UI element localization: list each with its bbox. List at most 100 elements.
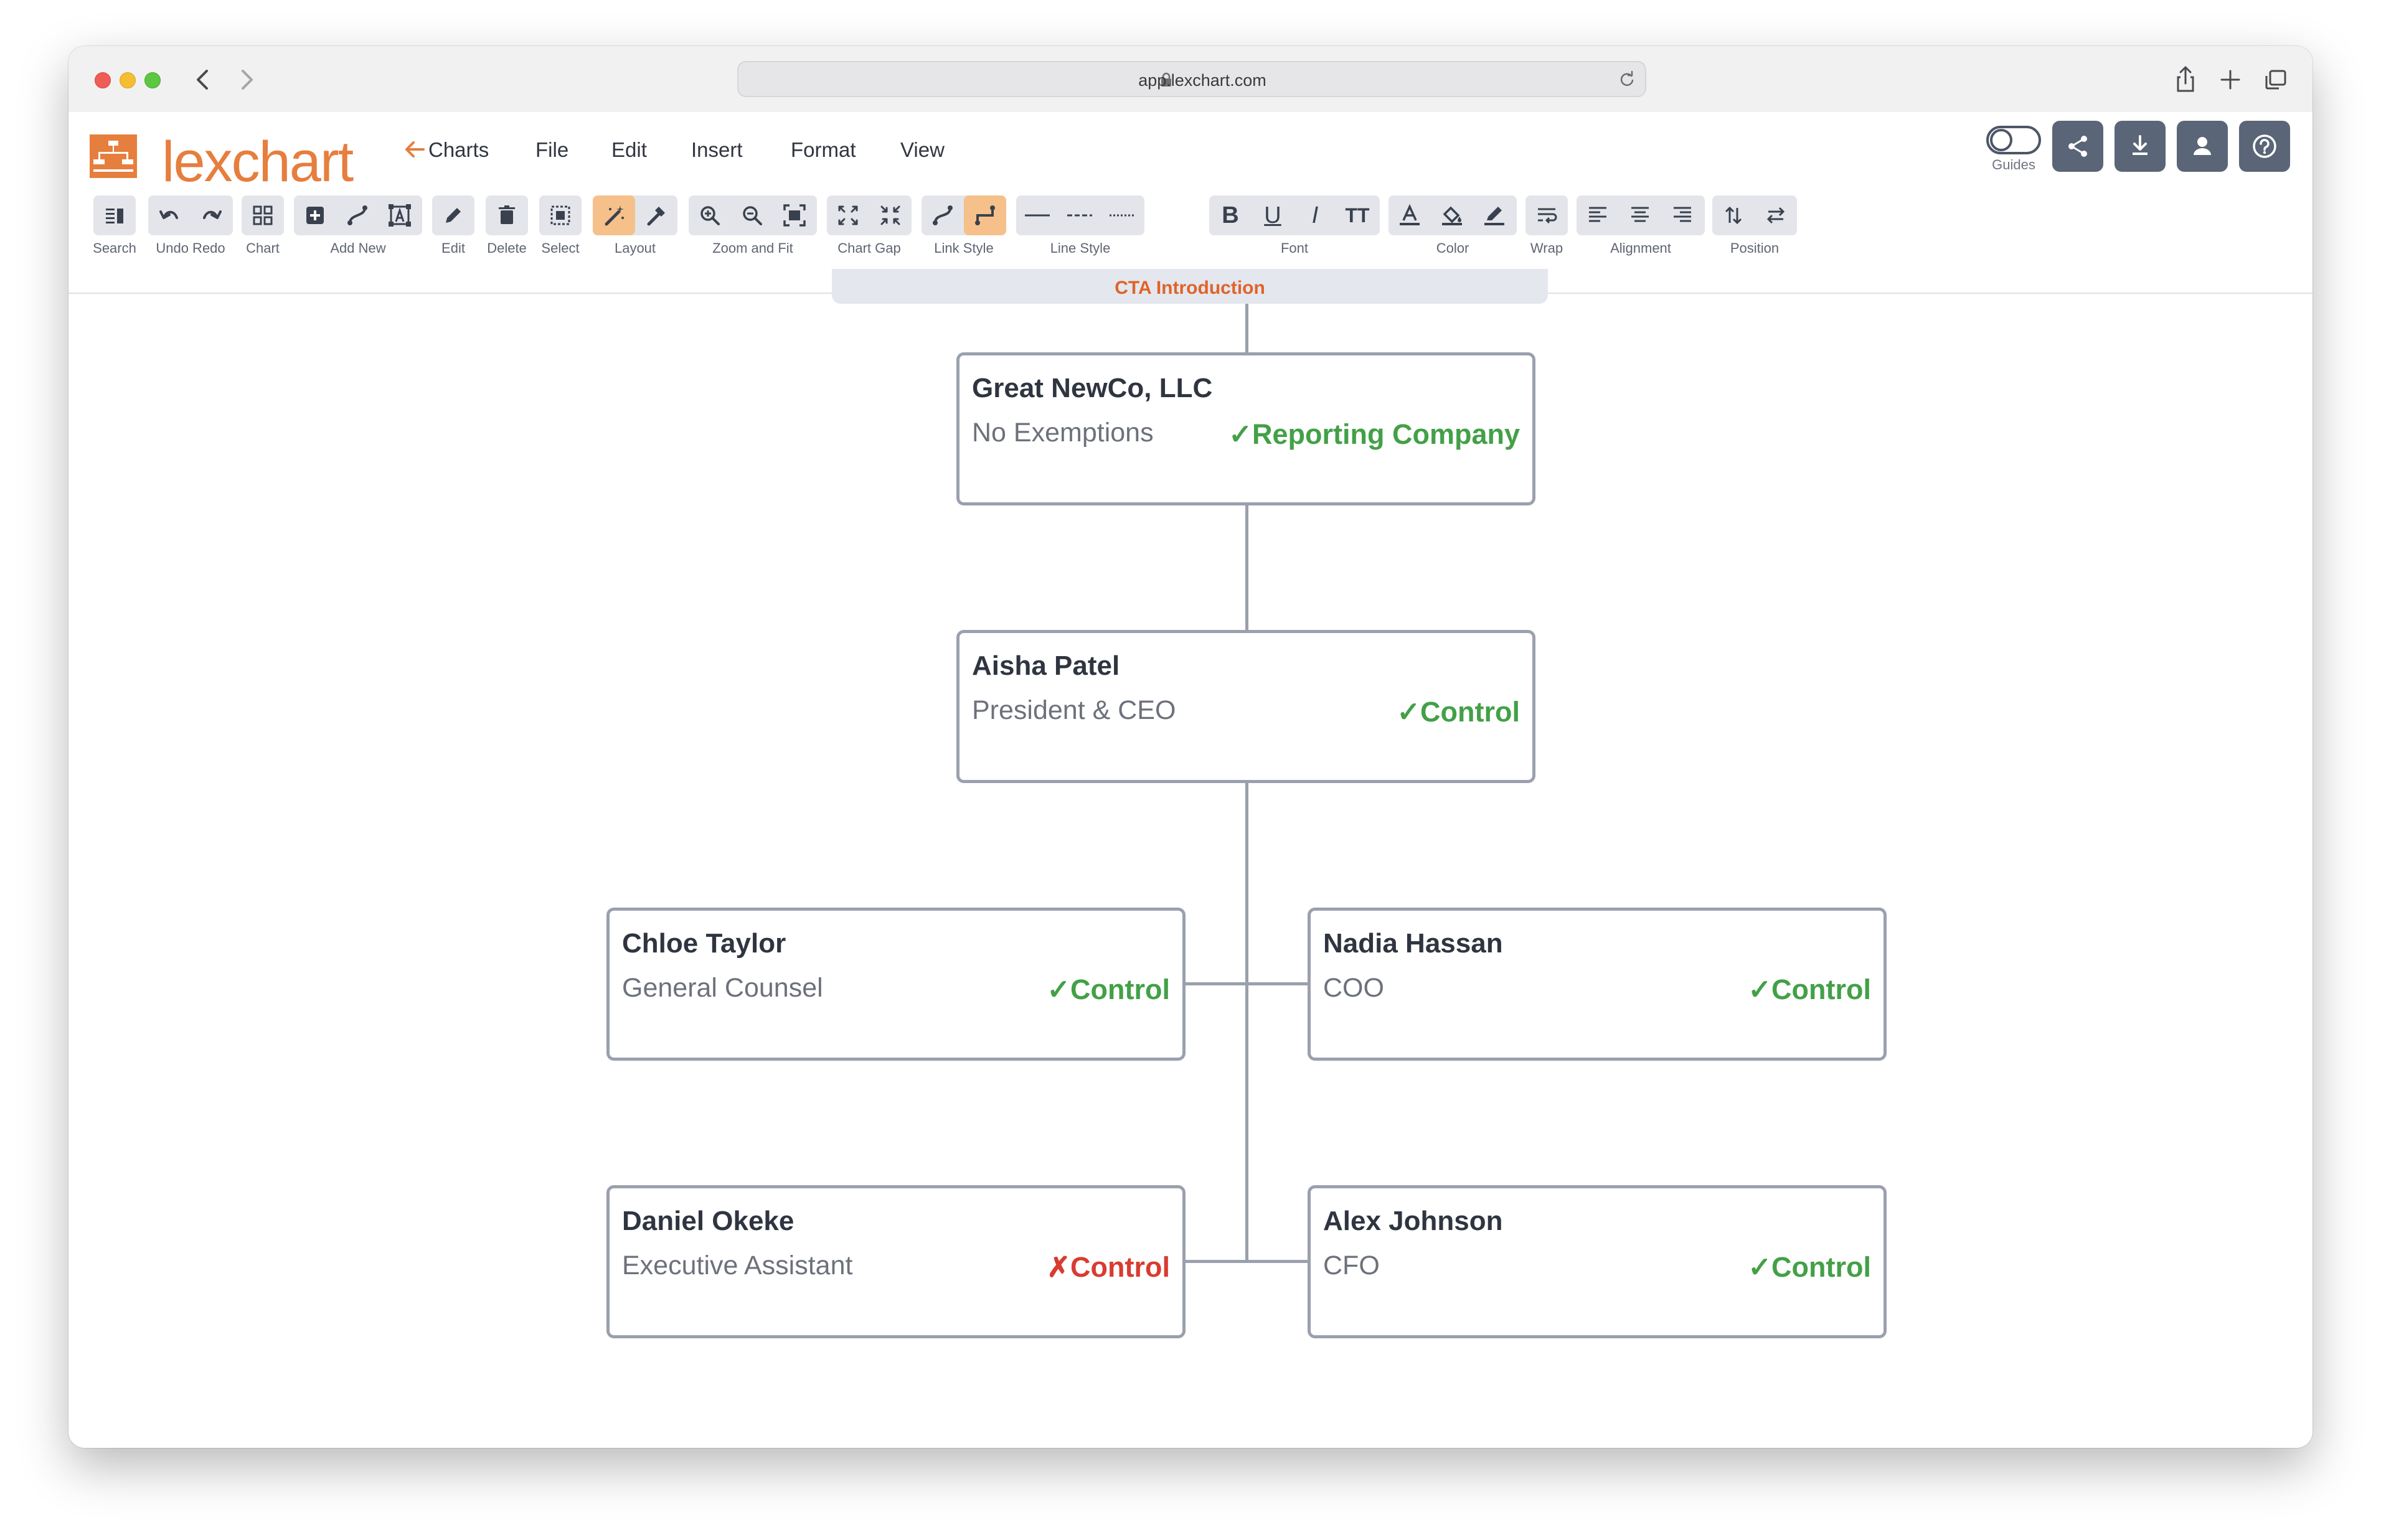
check-icon: ✓ xyxy=(1748,1251,1772,1283)
tab-overview-icon[interactable] xyxy=(2258,62,2293,97)
select-icon xyxy=(540,195,580,235)
zoom-fit-label: Zoom and Fit xyxy=(712,240,793,256)
cross-icon: ✗ xyxy=(1047,1251,1071,1283)
menu-charts[interactable]: Charts xyxy=(428,138,489,161)
guides-toggle[interactable] xyxy=(1986,126,2041,157)
chart-tab[interactable]: CTA Introduction xyxy=(832,269,1548,304)
node-general-counsel[interactable]: Chloe Taylor General Counsel ✓Control xyxy=(606,908,1186,1061)
minimize-window-button[interactable] xyxy=(120,72,136,88)
wrap-button[interactable] xyxy=(1525,195,1568,235)
menu-insert[interactable]: Insert xyxy=(691,138,743,161)
check-icon: ✓ xyxy=(1397,696,1421,728)
text-size-button[interactable]: TT xyxy=(1345,204,1370,227)
lock-icon xyxy=(1160,72,1172,90)
node-status: ✓Control xyxy=(1748,973,1871,1006)
connector-row1 xyxy=(1183,982,1310,985)
dashed-line-icon[interactable] xyxy=(1060,195,1100,235)
wrap-text-icon xyxy=(1527,195,1567,235)
share-icon[interactable] xyxy=(2168,62,2203,97)
add-new-group xyxy=(294,195,422,235)
forward-icon[interactable] xyxy=(228,61,265,98)
download-button[interactable] xyxy=(2115,121,2166,172)
status-text: Control xyxy=(1771,1251,1871,1283)
node-status: ✗Control xyxy=(1047,1251,1170,1284)
node-executive-assistant[interactable]: Daniel Okeke Executive Assistant ✗Contro… xyxy=(606,1185,1186,1338)
close-window-button[interactable] xyxy=(95,72,111,88)
redo-icon[interactable] xyxy=(192,195,232,235)
manual-layout-icon[interactable] xyxy=(636,195,676,235)
node-status: ✓Reporting Company xyxy=(1228,418,1520,451)
curved-link-icon[interactable] xyxy=(923,195,963,235)
node-status: ✓Control xyxy=(1397,695,1520,728)
node-company[interactable]: Great NewCo, LLC No Exemptions ✓Reportin… xyxy=(956,352,1535,505)
zoom-out-icon[interactable] xyxy=(732,195,772,235)
swap-vertical-icon[interactable] xyxy=(1714,195,1753,235)
line-color-icon[interactable] xyxy=(1474,195,1514,235)
chart-gap-group xyxy=(827,195,912,235)
browser-window: app.lexchart.com xyxy=(68,46,2313,1448)
bold-button[interactable]: B xyxy=(1222,202,1239,228)
align-right-icon[interactable] xyxy=(1662,195,1702,235)
connector-row2 xyxy=(1183,1260,1310,1263)
dotted-line-icon[interactable] xyxy=(1102,195,1142,235)
chart-button[interactable] xyxy=(242,195,284,235)
add-text-icon[interactable] xyxy=(380,195,420,235)
menu-view[interactable]: View xyxy=(900,138,945,161)
menu-edit[interactable]: Edit xyxy=(611,138,647,161)
search-button[interactable] xyxy=(93,195,136,235)
node-coo[interactable]: Nadia Hassan COO ✓Control xyxy=(1308,908,1887,1061)
fill-color-icon[interactable] xyxy=(1432,195,1472,235)
layout-group xyxy=(593,195,677,235)
chart-gap-label: Chart Gap xyxy=(837,240,901,256)
auto-layout-button[interactable] xyxy=(593,195,635,235)
text-color-icon[interactable] xyxy=(1390,195,1430,235)
node-ceo[interactable]: Aisha Patel President & CEO ✓Control xyxy=(956,630,1535,783)
delete-button[interactable] xyxy=(486,195,528,235)
font-group: B U I TT xyxy=(1209,195,1380,235)
link-style-group xyxy=(922,195,1006,235)
expand-gap-icon[interactable] xyxy=(828,195,868,235)
solid-line-icon[interactable] xyxy=(1017,195,1057,235)
help-button[interactable] xyxy=(2239,121,2290,172)
status-text: Control xyxy=(1771,974,1871,1005)
chart-label: Chart xyxy=(246,240,280,256)
fit-screen-icon[interactable] xyxy=(775,195,814,235)
node-name: Daniel Okeke xyxy=(622,1206,794,1236)
node-title: General Counsel xyxy=(622,973,823,1003)
shrink-gap-icon[interactable] xyxy=(870,195,910,235)
font-label: Font xyxy=(1280,240,1309,256)
select-button[interactable] xyxy=(539,195,582,235)
color-label: Color xyxy=(1436,240,1469,256)
undo-icon[interactable] xyxy=(149,195,189,235)
add-box-icon[interactable] xyxy=(295,195,335,235)
align-center-icon[interactable] xyxy=(1620,195,1660,235)
back-arrow-icon[interactable] xyxy=(402,137,427,165)
position-label: Position xyxy=(1730,240,1780,256)
zoom-in-icon[interactable] xyxy=(690,195,730,235)
elbow-link-button[interactable] xyxy=(964,195,1006,235)
node-cfo[interactable]: Alex Johnson CFO ✓Control xyxy=(1308,1185,1887,1338)
new-tab-icon[interactable] xyxy=(2213,62,2248,97)
italic-button[interactable]: I xyxy=(1311,202,1319,228)
menu-file[interactable]: File xyxy=(535,138,569,161)
status-text: Control xyxy=(1070,1251,1170,1283)
swap-horizontal-icon[interactable] xyxy=(1756,195,1796,235)
address-bar[interactable]: app.lexchart.com xyxy=(737,61,1646,97)
connector-root-ceo xyxy=(1245,504,1248,632)
alignment-group xyxy=(1577,195,1705,235)
account-button[interactable] xyxy=(2177,121,2228,172)
node-title: No Exemptions xyxy=(972,418,1154,448)
download-icon xyxy=(2133,135,2148,155)
edit-button[interactable] xyxy=(432,195,474,235)
share-chart-button[interactable] xyxy=(2052,121,2103,172)
align-left-icon[interactable] xyxy=(1578,195,1618,235)
wrap-label: Wrap xyxy=(1530,240,1563,256)
node-status: ✓Control xyxy=(1748,1251,1871,1284)
trash-icon xyxy=(487,195,527,235)
back-icon[interactable] xyxy=(184,61,222,98)
underline-button[interactable]: U xyxy=(1264,202,1281,228)
menu-format[interactable]: Format xyxy=(791,138,856,161)
zoom-window-button[interactable] xyxy=(144,72,161,88)
add-link-icon[interactable] xyxy=(337,195,377,235)
reload-icon[interactable] xyxy=(1618,70,1636,92)
